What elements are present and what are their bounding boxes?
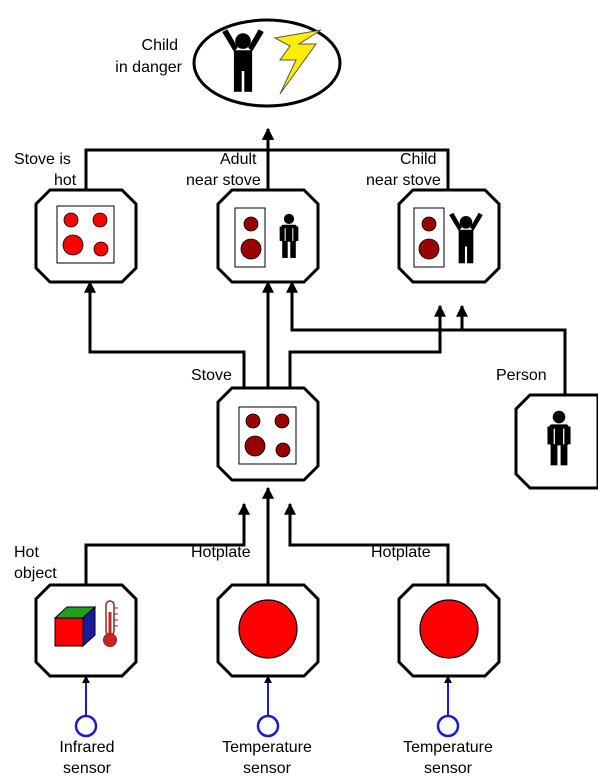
hotplate-icon [238,599,298,659]
sensor-infrared[interactable] [74,714,98,738]
hot-stove-icon [56,205,115,264]
stove-adult-icon [234,207,299,268]
sensor-infrared-icon [74,714,98,738]
sensor-temp-1[interactable] [256,714,280,738]
sensor-label-temp-1-1: Temperature [222,739,312,756]
feature-node-hotplate-2[interactable] [397,583,501,678]
edge-person-to-child [456,304,567,395]
object-node-person[interactable] [514,393,598,490]
goal-node[interactable] [192,18,342,108]
feature-label-hotplate-1: Hotplate [191,544,251,561]
situation-node-stove-hot[interactable] [34,188,138,284]
stove-icon [238,406,297,465]
situation-label-child-near-1: Child [400,151,436,168]
feature-label-hot-object-2: object [14,565,57,582]
feature-label-hot-object-1: Hot [14,544,39,561]
feature-node-hotplate-1[interactable] [216,583,320,678]
hotplate-icon [419,599,479,659]
situation-node-adult-near[interactable] [216,188,320,284]
child-danger-icon [222,29,322,95]
situation-node-child-near[interactable] [397,188,501,284]
situation-label-stove-hot-1: Stove is [14,151,71,168]
edge-stove-to-child [288,304,446,388]
sensor-label-temp-2-2: sensor [424,760,473,777]
sensor-label-infrared-1: Infrared [59,739,114,756]
situation-label-adult-near-1: Adult [220,151,257,168]
situation-label-child-near-2: near stove [366,172,441,189]
goal-label-1: Child [142,37,178,54]
situation-label-stove-hot-2: hot [54,172,77,189]
edge-child-to-goal [262,127,450,190]
situation-label-adult-near-2: near stove [186,172,261,189]
sensor-temp-2-icon [436,714,460,738]
sensor-edges [82,675,452,716]
sensor-label-infrared-2: sensor [63,760,112,777]
edges [84,127,567,585]
sensor-label-temp-1-2: sensor [243,760,292,777]
edge-hotobject-to-stove [84,502,250,585]
goal-label-2: in danger [115,59,182,76]
feature-label-hotplate-2: Hotplate [371,544,431,561]
object-label-stove: Stove [191,367,232,384]
stove-child-icon [413,207,483,268]
object-node-stove[interactable] [216,386,320,482]
sensor-label-temp-2-1: Temperature [403,739,493,756]
sensor-temp-1-icon [256,714,280,738]
feature-node-hot-object[interactable] [34,583,138,678]
edge-stove-to-stovehot [84,280,246,388]
hot-object-icon [53,600,118,648]
sensor-temp-2[interactable] [436,714,460,738]
edge-hotplate2-to-stove [284,502,450,585]
object-label-person: Person [496,367,547,384]
